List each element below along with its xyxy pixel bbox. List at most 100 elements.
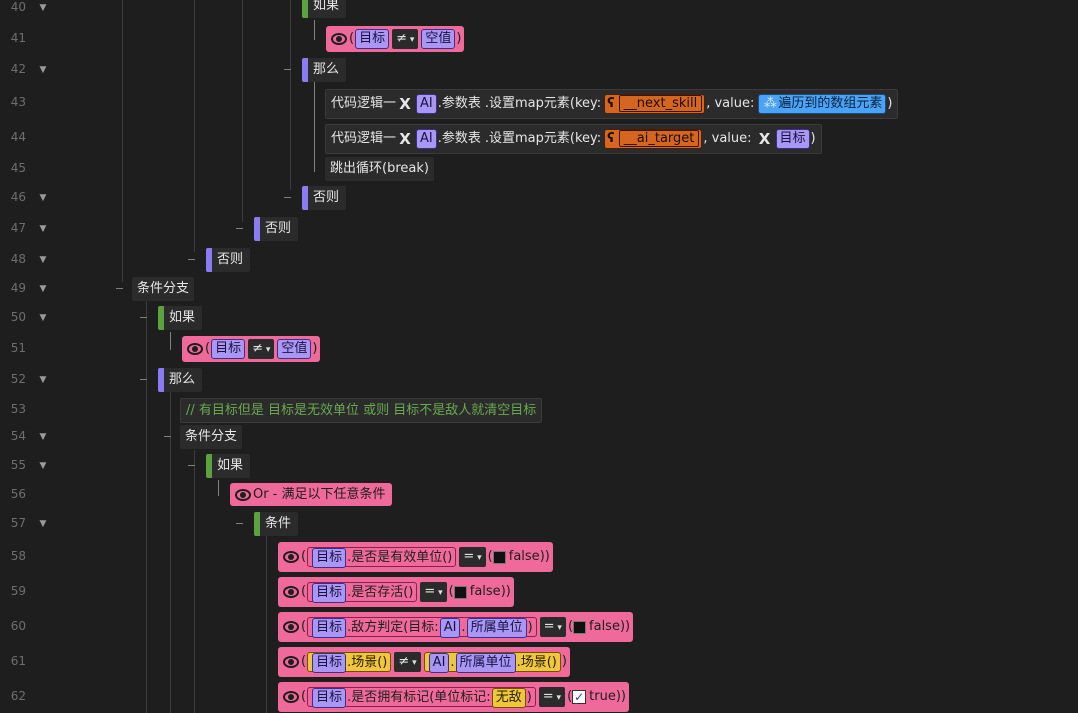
eye-icon[interactable] xyxy=(331,33,347,45)
condition-branch-block[interactable]: 条件分支 xyxy=(132,277,195,301)
mark-invincible[interactable]: 无敌 xyxy=(491,688,526,708)
owner-unit[interactable]: 所属单位 xyxy=(455,653,516,673)
iterated-element[interactable]: ⁂遍历到的数组元素 xyxy=(758,94,887,114)
target-variable[interactable]: 目标 xyxy=(312,618,347,638)
operator-dropdown[interactable]: = xyxy=(539,617,566,637)
then-block-header[interactable]: 那么 xyxy=(158,368,203,392)
iterate-icon: ⁂ xyxy=(763,96,777,111)
eye-icon[interactable] xyxy=(283,656,299,668)
empty-value[interactable]: 空值 xyxy=(421,29,456,49)
fold-arrow-icon[interactable]: ▼ xyxy=(39,284,47,294)
paren: ( xyxy=(301,619,307,634)
setmap-call: .设置map元素(key: xyxy=(484,96,602,111)
condition-has-mark[interactable]: ( 目标.是否拥有标记(单位标记:无敌) = ( ✓ true ) ) xyxy=(278,682,629,712)
fold-arrow-icon[interactable]: ▼ xyxy=(39,461,47,471)
condition-hostile-check[interactable]: ( 目标.敌方判定(目标:AI.所属单位) = ( false ) ) xyxy=(278,612,634,642)
ai-variable[interactable]: AI xyxy=(428,653,450,673)
condition-target-not-empty[interactable]: ( 目标 ≠ 空值 ) xyxy=(182,336,321,362)
else-block-header[interactable]: 否则 xyxy=(206,248,251,272)
tree-connector xyxy=(140,379,147,380)
target-variable[interactable]: 目标 xyxy=(775,129,810,149)
conditions-block-header[interactable]: 条件 xyxy=(254,512,299,536)
call-expression[interactable]: 目标.敌方判定(目标:AI.所属单位) xyxy=(307,617,537,638)
fold-arrow-icon[interactable]: ▼ xyxy=(39,65,47,75)
eye-icon[interactable] xyxy=(235,488,251,501)
eye-icon[interactable] xyxy=(283,551,299,563)
target-variable[interactable]: 目标 xyxy=(312,583,347,603)
ai-variable[interactable]: AI xyxy=(416,129,437,149)
owner-unit[interactable]: 所属单位 xyxy=(466,618,527,638)
else-block-header[interactable]: 否则 xyxy=(302,186,347,210)
if-block-header[interactable]: 如果 xyxy=(302,0,347,18)
or-any-condition[interactable]: Or - 满足以下任意条件 xyxy=(230,483,392,506)
operator-dropdown[interactable]: = xyxy=(459,547,486,567)
fold-arrow-icon[interactable]: ▼ xyxy=(39,313,47,323)
operator-dropdown[interactable]: ≠ xyxy=(392,29,419,49)
fold-arrow-icon[interactable]: ▼ xyxy=(39,375,47,385)
indent-guide xyxy=(170,392,171,713)
eye-icon[interactable] xyxy=(283,691,299,703)
target-variable[interactable]: 目标 xyxy=(312,688,347,708)
tree-connector xyxy=(116,288,123,289)
tree-connector xyxy=(218,480,219,496)
empty-value[interactable]: 空值 xyxy=(277,339,312,359)
bool-value: true xyxy=(589,689,616,704)
line-number: 54 xyxy=(10,429,26,443)
key-value[interactable]: __ai_target xyxy=(618,130,700,147)
scene-expression-left[interactable]: 目标.场景() xyxy=(307,652,392,673)
if-block-header[interactable]: 如果 xyxy=(206,454,251,478)
fold-arrow-icon[interactable]: ▼ xyxy=(39,224,47,234)
call-expression[interactable]: 目标.是否存活() xyxy=(307,582,418,603)
condition-branch-block[interactable]: 条件分支 xyxy=(180,425,243,449)
operator-dropdown[interactable]: ≠ xyxy=(394,652,421,672)
else-block-header[interactable]: 否则 xyxy=(254,217,299,241)
operator-dropdown[interactable]: = xyxy=(420,582,447,602)
target-variable[interactable]: 目标 xyxy=(211,339,246,359)
line-number: 41 xyxy=(10,31,26,45)
paren: ( xyxy=(301,584,307,599)
set-map-element-statement[interactable]: 代码逻辑一 𝗫 AI .参数表 .设置map元素(key: ʕ __ai_tar… xyxy=(325,124,822,154)
tree-connector xyxy=(314,82,315,172)
condition-is-valid-unit[interactable]: ( 目标.是否是有效单位() = ( false ) ) xyxy=(278,542,553,572)
key-value[interactable]: __next_skill xyxy=(618,95,703,112)
fold-arrow-icon[interactable]: ▼ xyxy=(39,193,47,203)
string-key[interactable]: ʕ __ai_target xyxy=(604,129,703,149)
then-block-header[interactable]: 那么 xyxy=(302,58,347,82)
target-variable[interactable]: 目标 xyxy=(355,29,390,49)
fold-arrow-icon[interactable]: ▼ xyxy=(39,432,47,442)
condition-scene-compare[interactable]: ( 目标.场景() ≠ AI.所属单位.场景() ) xyxy=(278,647,570,677)
eye-icon[interactable] xyxy=(283,621,299,633)
if-label: 如果 xyxy=(169,310,196,325)
setmap-call: .设置map元素(key: xyxy=(484,131,602,146)
fold-arrow-icon[interactable]: ▼ xyxy=(39,255,47,265)
ai-variable[interactable]: AI xyxy=(439,618,461,638)
operator-dropdown[interactable]: ≠ xyxy=(248,339,275,359)
call-expression[interactable]: 目标.是否是有效单位() xyxy=(307,547,457,568)
checkbox-unchecked[interactable] xyxy=(573,620,587,634)
scene-expression-right[interactable]: AI.所属单位.场景() xyxy=(423,652,561,673)
eye-icon[interactable] xyxy=(187,343,203,355)
then-label: 那么 xyxy=(313,62,340,77)
paren: ) xyxy=(619,619,626,634)
condition-target-not-empty[interactable]: ( 目标 ≠ 空值 ) xyxy=(326,26,465,52)
set-map-element-statement[interactable]: 代码逻辑一 𝗫 AI .参数表 .设置map元素(key: ʕ __next_s… xyxy=(325,89,899,119)
line-number: 58 xyxy=(10,549,26,563)
checkbox-unchecked[interactable] xyxy=(492,550,506,564)
operator-dropdown[interactable]: = xyxy=(538,687,566,707)
condition-is-alive[interactable]: ( 目标.是否存活() = ( false ) ) xyxy=(278,577,514,607)
fold-arrow-icon[interactable]: ▼ xyxy=(39,3,47,13)
string-key[interactable]: ʕ __next_skill xyxy=(604,94,706,114)
checkbox-checked[interactable]: ✓ xyxy=(572,690,587,704)
call-expression[interactable]: 目标.是否拥有标记(单位标记:无敌) xyxy=(307,687,536,708)
target-variable[interactable]: 目标 xyxy=(312,548,347,568)
indent-guide xyxy=(146,300,147,713)
fold-arrow-icon[interactable]: ▼ xyxy=(39,519,47,529)
eye-icon[interactable] xyxy=(283,586,299,598)
if-block-header[interactable]: 如果 xyxy=(158,306,203,330)
checkbox-unchecked[interactable] xyxy=(453,585,467,599)
target-variable[interactable]: 目标 xyxy=(312,653,347,673)
comment-line[interactable]: // 有目标但是 目标是无效单位 或则 目标不是敌人就清空目标 xyxy=(180,398,543,423)
break-statement[interactable]: 跳出循环(break) xyxy=(325,157,434,181)
tree-connector xyxy=(236,228,243,229)
ai-variable[interactable]: AI xyxy=(416,94,437,114)
